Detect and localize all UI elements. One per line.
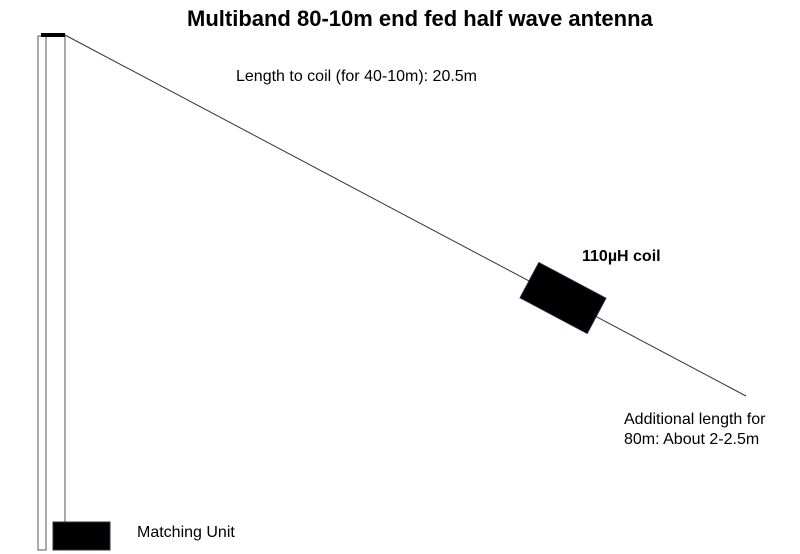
additional-line-1: Additional length for: [624, 411, 766, 428]
additional-line-2: 80m: About 2-2.5m: [624, 431, 760, 448]
length-to-coil-label: Length to coil (for 40-10m): 20.5m: [236, 68, 478, 85]
matching-unit-label: Matching Unit: [137, 524, 235, 541]
diagram-title: Multiband 80-10m end fed half wave anten…: [187, 6, 653, 31]
mast-top-cap: [41, 33, 65, 37]
coil-label: 110µH coil: [582, 248, 661, 265]
matching-unit-box: [52, 521, 111, 551]
antenna-wire: [64, 34, 747, 397]
additional-length-label: Additional length for 80m: About 2-2.5m: [624, 410, 765, 450]
coil-shape: [519, 261, 607, 335]
mast-outer: [37, 35, 47, 551]
